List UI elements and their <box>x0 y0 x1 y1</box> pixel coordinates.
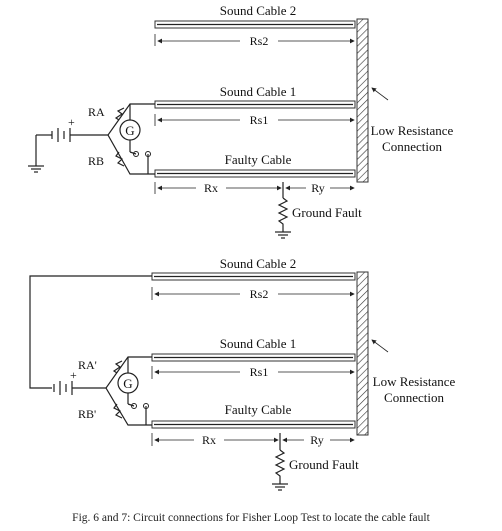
low-resistance-wall-top <box>356 18 369 183</box>
top-circuit: Sound Cable 2 Sound Cable 1 Faulty Cable… <box>28 3 454 239</box>
battery-plus-bottom: + <box>70 368 77 382</box>
low-resistance-label-top-2: Connection <box>382 139 442 154</box>
ry-label-bottom: Ry <box>310 433 324 447</box>
rs2-label-bottom: Rs2 <box>250 287 269 301</box>
rb-prime-label: RB' <box>78 407 96 421</box>
ra-label: RA <box>88 105 105 119</box>
ry-label: Ry <box>311 181 325 195</box>
figure-caption: Fig. 6 and 7: Circuit connections for Fi… <box>72 512 430 524</box>
low-resistance-label-top-1: Low Resistance <box>371 123 454 138</box>
rs2-label: Rs2 <box>250 34 269 48</box>
sound-cable-2-label-bottom: Sound Cable 2 <box>220 256 297 271</box>
sound-cable-1-label: Sound Cable 1 <box>220 84 297 99</box>
galvanometer-label: G <box>125 123 134 138</box>
faulty-cable-label-bottom: Faulty Cable <box>225 402 292 417</box>
battery-plus-top: + <box>68 115 75 129</box>
sound-cable-2-label: Sound Cable 2 <box>220 3 297 18</box>
low-resistance-label-bottom-2: Connection <box>384 390 444 405</box>
rs1-label-bottom: Rs1 <box>250 365 269 379</box>
galvanometer-label-bottom: G <box>123 376 132 391</box>
low-resistance-wall-bottom <box>356 271 369 436</box>
ra-prime-label: RA' <box>78 358 97 372</box>
rx-label: Rx <box>204 181 218 195</box>
rx-label-bottom: Rx <box>202 433 216 447</box>
rs1-label: Rs1 <box>250 113 269 127</box>
ground-fault-label: Ground Fault <box>292 205 362 220</box>
bottom-circuit: Sound Cable 2 Sound Cable 1 Faulty Cable… <box>29 256 456 491</box>
low-resistance-label-bottom-1: Low Resistance <box>373 374 456 389</box>
rb-label: RB <box>88 154 104 168</box>
ground-fault-label-bottom: Ground Fault <box>289 457 359 472</box>
faulty-cable-label: Faulty Cable <box>225 152 292 167</box>
sound-cable-1-label-bottom: Sound Cable 1 <box>220 336 297 351</box>
